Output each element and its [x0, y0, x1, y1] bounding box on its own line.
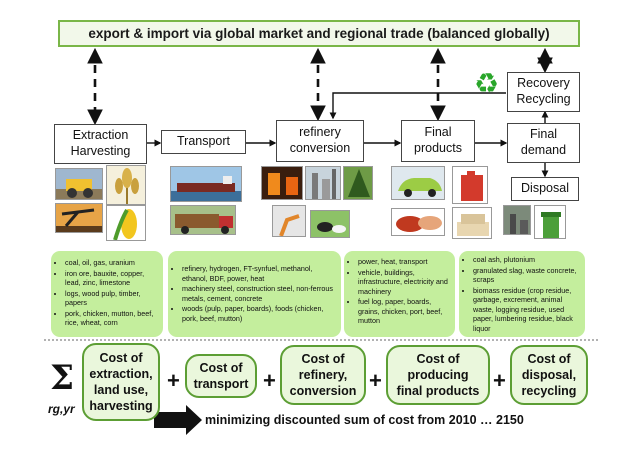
car-photo	[391, 166, 445, 200]
cost-products-box: Cost of producing final products	[386, 345, 490, 405]
wheat-photo	[106, 165, 146, 205]
cost-refinery-line: refinery,	[290, 367, 357, 383]
stage-recovery-line1: Recovery	[516, 76, 570, 92]
stage-extraction-line1: Extraction	[71, 128, 131, 144]
mining-truck-photo	[55, 168, 103, 200]
cost-disposal-line: Cost of	[522, 351, 577, 367]
products-item: vehicle, buildings, infrastructure, elec…	[358, 268, 451, 297]
stage-refinery-line2: conversion	[290, 141, 350, 157]
cost-transport-line: Cost of	[194, 360, 249, 376]
extraction-resources-list: coal, oil, gas, uranium iron ore, bauxit…	[51, 251, 163, 337]
cost-refinery-line: conversion	[290, 383, 357, 399]
cost-disposal-line: disposal,	[522, 367, 577, 383]
disposal-item: granulated slag, waste concrete, scraps	[473, 266, 581, 285]
products-item: fuel log, paper, boards, grains, chicken…	[358, 297, 451, 326]
cost-products-line: producing	[397, 367, 480, 383]
stage-refinery-line1: refinery	[290, 125, 350, 141]
disposal-item: biomass residue (crop residue, garbage, …	[473, 286, 581, 334]
tanker-ship-photo	[170, 166, 242, 202]
corn-photo	[106, 205, 146, 241]
final-products-list: power, heat, transport vehicle, building…	[344, 251, 455, 337]
disposal-item: coal ash, plutonium	[473, 255, 581, 265]
cost-extraction-line: Cost of	[89, 350, 152, 366]
forest-photo	[343, 166, 373, 200]
objective-arrow	[154, 405, 202, 435]
recycle-icon: ♻	[474, 70, 499, 98]
stage-final-demand-line1: Final	[521, 127, 566, 143]
refinery-item: refinery, hydrogen, FT-synfuel, methanol…	[182, 264, 337, 283]
global-market-banner: export & import via global market and re…	[58, 20, 580, 47]
cost-products-line: Cost of	[397, 351, 480, 367]
extraction-item: coal, oil, gas, uranium	[65, 258, 159, 268]
refinery-plant-photo	[305, 166, 341, 200]
stage-transport-label: Transport	[177, 134, 230, 150]
stage-disposal: Disposal	[511, 177, 579, 201]
cost-extraction-line: land use,	[89, 382, 152, 398]
sigma-index: rg,yr	[48, 402, 75, 416]
oil-pump-photo	[55, 203, 103, 233]
extraction-item: logs, wood pulp, timber, papers	[65, 289, 159, 308]
refinery-item: machinery steel, construction steel, non…	[182, 284, 337, 303]
refinery-item: woods (pulp, paper, boards), foods (chic…	[182, 304, 337, 323]
cost-transport-line: transport	[194, 376, 249, 392]
cost-products-line: final products	[397, 383, 480, 399]
robot-arm-photo	[272, 205, 306, 237]
refinery-outputs-list: refinery, hydrogen, FT-synfuel, methanol…	[168, 251, 341, 337]
cost-disposal-line: recycling	[522, 383, 577, 399]
stage-final-products-line1: Final	[414, 125, 462, 141]
plus-sign: +	[369, 368, 382, 394]
steel-furnace-photo	[261, 166, 303, 200]
stage-recovery-line2: Recycling	[516, 92, 570, 108]
factory-smoke-photo	[503, 205, 531, 235]
disposal-residues-list: coal ash, plutonium granulated slag, was…	[459, 251, 585, 337]
cost-transport-box: Cost of transport	[185, 354, 257, 398]
sausage-photo	[391, 208, 445, 236]
plus-sign: +	[493, 368, 506, 394]
cost-extraction-line: harvesting	[89, 398, 152, 414]
stage-final-products-line2: products	[414, 141, 462, 157]
cost-extraction-line: extraction,	[89, 366, 152, 382]
cost-disposal-box: Cost of disposal, recycling	[510, 345, 588, 405]
cost-refinery-line: Cost of	[290, 351, 357, 367]
plus-sign: +	[263, 368, 276, 394]
cows-photo	[310, 210, 350, 238]
trash-bin-photo	[534, 205, 566, 239]
products-item: power, heat, transport	[358, 257, 451, 267]
cost-extraction-box: Cost of extraction, land use, harvesting	[82, 343, 160, 421]
sigma-symbol: Σ	[50, 358, 74, 398]
paper-stack-photo	[452, 207, 492, 239]
cost-refinery-box: Cost of refinery, conversion	[280, 345, 366, 405]
fuel-can-photo	[452, 166, 488, 204]
stage-transport: Transport	[161, 130, 246, 154]
plus-sign: +	[167, 368, 180, 394]
stage-disposal-label: Disposal	[521, 181, 569, 197]
objective-text: minimizing discounted sum of cost from 2…	[205, 413, 524, 427]
stage-final-demand-line2: demand	[521, 143, 566, 159]
log-truck-photo	[170, 205, 236, 235]
stage-extraction-line2: Harvesting	[71, 144, 131, 160]
extraction-item: pork, chicken, mutton, beef, rice, wheat…	[65, 309, 159, 328]
extraction-item: iron ore, bauxite, copper, lead, zinc, l…	[65, 269, 159, 288]
